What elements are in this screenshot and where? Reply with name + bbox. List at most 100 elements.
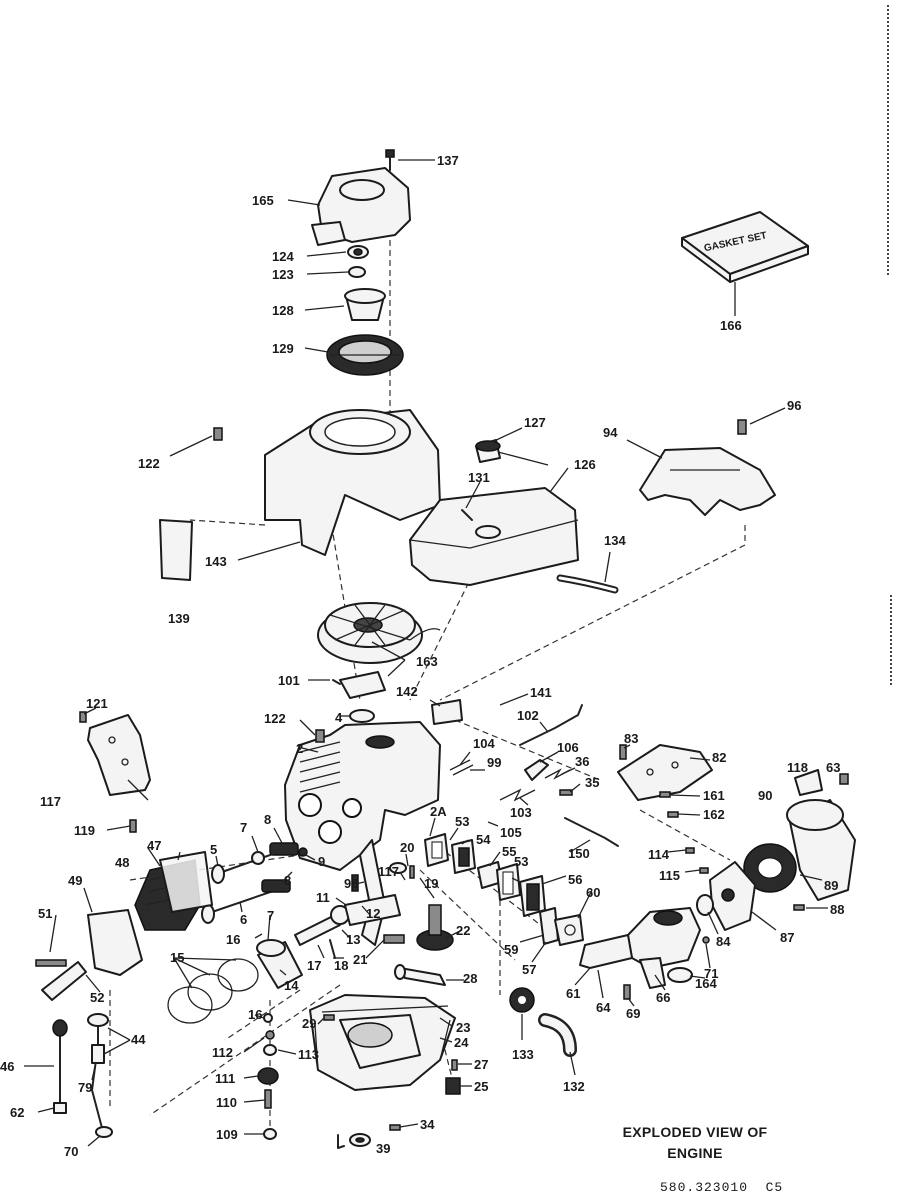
dipstick-46 [52,1019,68,1106]
label-164: 164 [695,976,717,991]
screw-83 [619,744,627,760]
label-105: 105 [500,825,522,840]
screw-35 [559,789,573,796]
label-54: 54 [476,832,491,847]
intake-61 [579,934,633,969]
washer-117b [389,862,407,874]
screw-115 [699,867,709,874]
seal-16b [263,1013,273,1023]
gasket-60 [554,914,584,946]
label-61: 61 [566,986,580,1001]
label-142: 142 [396,684,418,699]
caption-line-2: ENGINE [667,1145,723,1161]
label-114: 114 [648,847,670,862]
label-53-bottom: 53 [514,854,528,869]
flywheel-fan-163 [317,602,441,664]
seal-4 [349,709,375,723]
label-103: 103 [510,805,532,820]
label-121: 121 [86,696,108,711]
label-98: 98 [344,876,358,891]
label-34: 34 [420,1117,435,1132]
gear-133 [509,987,535,1013]
tappet-21 [383,934,405,944]
label-128: 128 [272,303,294,318]
label-104: 104 [473,736,495,751]
shield-49 [87,909,143,976]
gasket-53b [496,863,521,901]
label-129: 129 [272,341,294,356]
label-9: 9 [318,854,325,869]
label-48: 48 [115,855,129,870]
screw-63 [839,773,849,785]
label-131: 131 [468,470,490,485]
clip-118 [794,769,823,796]
elbow-132 [538,1013,577,1057]
connecting-rod-17 [294,905,350,946]
label-59: 59 [504,942,518,957]
screw-34 [389,1124,401,1131]
gasket-56 [519,875,546,917]
label-44: 44 [131,1032,146,1047]
link-150 [564,817,619,847]
label-127: 127 [524,415,546,430]
spring-36 [544,768,571,780]
scan-edge-line-top [887,5,889,275]
label-111: 111 [215,1071,235,1086]
scan-edge-line-bottom [890,595,892,685]
lever-106 [524,759,549,781]
crankshaft-11 [344,839,401,946]
dipstick-tube-44 [87,1013,109,1129]
label-60: 60 [586,885,600,900]
retainer-7 [251,851,265,865]
label-36: 36 [575,754,589,769]
label-113: 113 [298,1047,319,1062]
label-6: 6 [240,912,247,927]
label-71: 71 [704,966,718,981]
tank-bracket-94 [639,447,776,516]
label-79: 79 [78,1080,92,1095]
label-163: 163 [416,654,438,669]
label-16-bottom: 16 [248,1007,262,1022]
label-161: 161 [703,788,725,803]
label-62: 62 [10,1105,24,1120]
label-16-top: 16 [226,932,240,947]
gear-111 [257,1067,279,1085]
label-94: 94 [603,425,618,440]
label-21: 21 [353,952,367,967]
label-122-top: 122 [138,456,160,471]
label-29: 29 [302,1016,316,1031]
bolt-137 [385,149,395,171]
label-106: 106 [557,740,579,755]
fuel-tank-126 [409,487,579,586]
spring-162 [667,811,679,818]
washer-112 [265,1030,275,1040]
leader-lines [24,159,828,1147]
model-code: 580.323010 [660,1180,749,1195]
air-cleaner-cover-90 [786,799,856,901]
label-102: 102 [517,708,539,723]
label-14: 14 [284,978,299,993]
spring-8a [269,842,299,856]
label-90: 90 [758,788,772,803]
label-39: 39 [376,1141,390,1156]
label-20: 20 [400,840,414,855]
spring-8b [261,879,291,893]
label-141: 141 [530,685,552,700]
screw-121 [79,711,87,723]
label-2A: 2A [430,804,447,819]
label-49: 49 [68,873,82,888]
label-13: 13 [346,932,360,947]
bowl-164 [667,967,693,983]
label-139: 139 [168,611,190,626]
label-112: 112 [212,1045,233,1060]
screw-119 [129,819,137,833]
label-117-mid: 117 [378,864,399,879]
label-109: 109 [216,1127,238,1142]
label-46: 46 [0,1059,14,1074]
gasket-54 [451,839,476,874]
label-27: 27 [474,1057,488,1072]
label-22: 22 [456,923,470,938]
label-115: 115 [659,868,680,883]
label-82: 82 [712,750,726,765]
